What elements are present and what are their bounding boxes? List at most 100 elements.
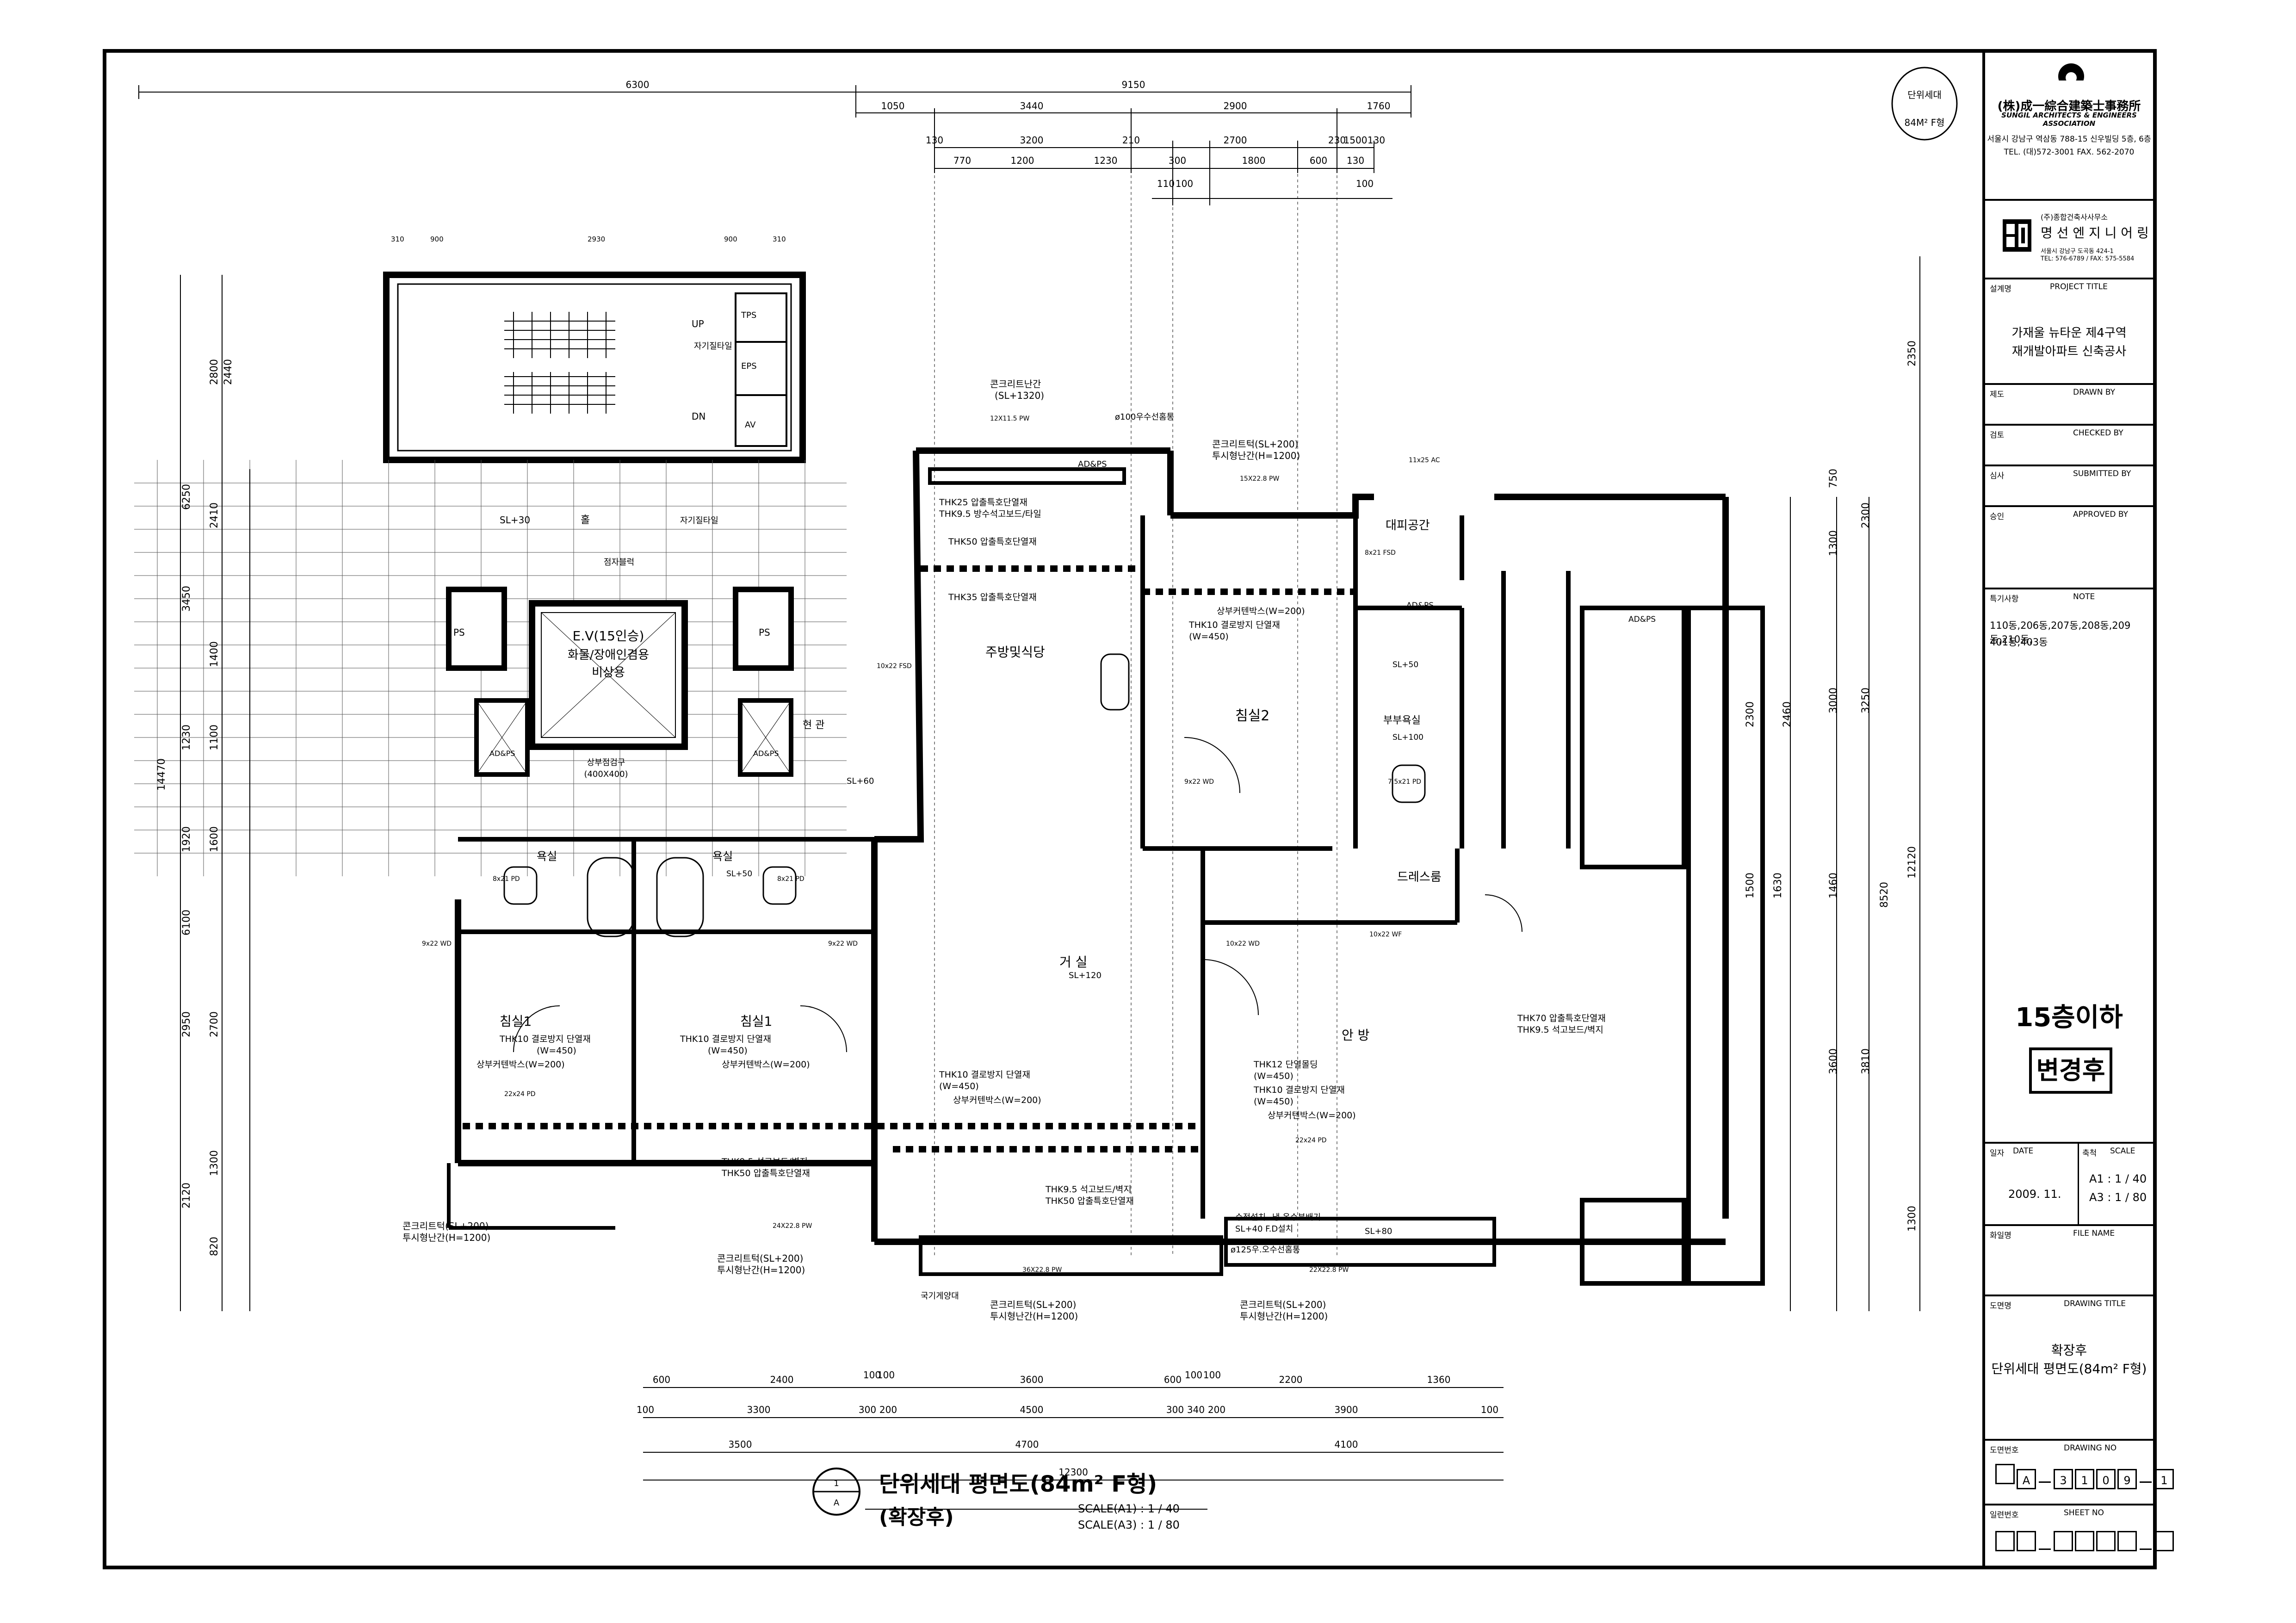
drawing-no-char: 9 [2117,1469,2137,1489]
date-label: 일자 [1990,1149,2005,1158]
w450f-label: (W=450) [1254,1096,1293,1107]
concrete4-a: 콘크리트턱(SL+200) [717,1253,803,1264]
sl50-bath2: SL+50 [726,869,752,879]
drawing-no-char: A [2017,1469,2036,1489]
adps-left: AD&PS [489,749,515,758]
badge-line2: 84M² F형 [1905,117,1945,128]
right-bay-walls [1580,606,1765,1286]
left-dim-6: 2440 [223,359,234,385]
thk95b-label: THK9.5 석고보드/벽지 [721,1157,808,1167]
bottom-dim-9: 2200 [1279,1374,1303,1385]
tag-14: 22x24 PD [1295,1137,1327,1144]
caption-scale1: SCALE(A1) : 1 / 40 [1078,1502,1180,1515]
tag-16: 36X22.8 PW [1022,1266,1062,1274]
note-en: NOTE [2073,592,2095,601]
right-dim-13: 1630 [1772,873,1784,898]
tag-5: 10x22 FSD [877,663,912,670]
concrete2-b: 투시형난간(H=1200) [1212,450,1300,461]
ev-title: E.V(15인승) [573,628,644,644]
entry-level: SL+60 [847,776,874,786]
sheet-no-cell: 일련번호 SHEET NO [1985,1505,2174,1566]
bottom-dim-16: 300 [1166,1404,1184,1415]
drawing-title-label: 도면명 [1990,1301,2011,1311]
thk25-label: THK25 압출특호단열재 [939,497,1027,508]
thk95d-label: THK9.5 석고보드/벽지 [1517,1025,1603,1035]
right-dim-4: 750 [1828,469,1839,488]
thk10a-label: THK10 결로방지 단열재 [1188,620,1280,630]
approved-en: APPROVED BY [2073,510,2129,519]
tag-1: 12X11.5 PW [990,415,1029,422]
bottom-dim-5: 3600 [1020,1374,1044,1385]
bottom-dim-3: 100 [863,1369,881,1381]
kitchen-label: 주방및식당 [985,644,1045,660]
partner-sub: (주)종합건축사사무소 [2041,213,2108,222]
stair-dim-1: 310 [391,235,404,243]
submitted-label: 심사 [1990,471,2005,481]
top-dim-2: 9150 [1122,79,1145,90]
drawing-no-empty [1995,1464,2015,1484]
drawn-en: DRAWN BY [2073,388,2115,397]
top-dim-11: 230 [1328,135,1346,146]
tag-3: 11x25 AC [1409,457,1440,464]
exterior-walls [455,447,1729,1245]
bath2-label: 욕실 [712,850,733,863]
left-dim-12: 1920 [181,826,192,852]
bottom-dim-7: 100 [1185,1369,1202,1381]
bottom-dim-1: 600 [653,1374,670,1385]
bottom-dim-13: 300 [859,1404,876,1415]
drawing-no-en: DRAWING NO [2064,1443,2117,1453]
top-dim-13: 130 [1368,135,1385,146]
bottom-dim-12: 3300 [747,1404,771,1415]
tag-4: 8x21 FSD [1365,549,1396,557]
sheet-no-boxes [1994,1531,2175,1553]
scale-a1: A1 : 1 / 40 [2089,1172,2147,1185]
concrete3-a: 콘크리트턱(SL+200) [402,1220,489,1232]
bottom-dim-19: 3900 [1335,1404,1358,1415]
top-dim-15: 1200 [1011,155,1034,166]
drawing-no-char: 1 [2154,1469,2174,1489]
left-dim-16: 1300 [209,1150,220,1176]
top-dim-12: 1500 [1344,135,1368,146]
thk10c-label: THK10 결로방지 단열재 [680,1034,771,1044]
top-dim-8: 3200 [1020,135,1044,146]
left-dim-2: 14470 [156,758,167,791]
submitted-cell: 심사 SUBMITTED BY [1985,466,2153,507]
w450c-label: (W=450) [708,1046,748,1056]
drain1-label: ø100우수선홈통 [1115,412,1174,422]
top-dim-10: 2700 [1224,135,1247,146]
top-dimension-ticks [138,85,1411,205]
concrete1-b: (SL+1320) [995,390,1044,401]
adps-far: AD&PS [1628,615,1656,624]
thk10d-label: THK10 결로방지 단열재 [939,1070,1030,1080]
right-dim-2: 12120 [1906,846,1918,879]
left-dim-17: 820 [209,1237,220,1256]
thk50-label: THK50 압출특호단열재 [948,537,1037,547]
left-dim-14: 2700 [209,1011,220,1037]
stair-dim-3: 2930 [588,235,605,243]
bottom-dim-17: 340 [1187,1404,1205,1415]
w450a-label: (W=450) [1189,632,1229,642]
hall-tile: 자기질타일 [680,516,718,526]
company-name-cn: (株)成一綜合建築士事務所 [1997,99,2141,113]
scale-a3: A3 : 1 / 80 [2089,1191,2147,1204]
bed1b-label: 침실1 [740,1014,772,1029]
fdrain-label: SL+40 F.D설치 [1235,1224,1293,1234]
thk50c-label: THK50 압출특호단열재 [1045,1196,1134,1206]
curtain1-label: 상부커텐박스(W=200) [1217,606,1305,616]
file-cell: 화일명 FILE NAME [1985,1226,2153,1296]
partner-tel: TEL: 576-6789 / FAX: 575-5584 [2041,255,2135,262]
adps-kitchen: AD&PS [1078,459,1107,469]
partner-address: 서울시 강남구 도곡동 424-1 [2041,248,2114,255]
entry-label: 현 관 [803,719,824,731]
bottom-dim-18: 200 [1208,1404,1225,1415]
ev-check-size: (400X400) [584,769,628,779]
shaft-block [735,292,787,447]
right-dim-12: 1460 [1828,873,1839,898]
top-dim-6: 1760 [1367,100,1391,112]
bottom-dim-20: 100 [1481,1404,1498,1415]
bottom-dim-8: 100 [1203,1369,1221,1381]
concrete4-b: 투시형난간(H=1200) [717,1264,805,1276]
status-badge: 변경후 [2029,1047,2112,1094]
stair-treads [504,312,615,414]
